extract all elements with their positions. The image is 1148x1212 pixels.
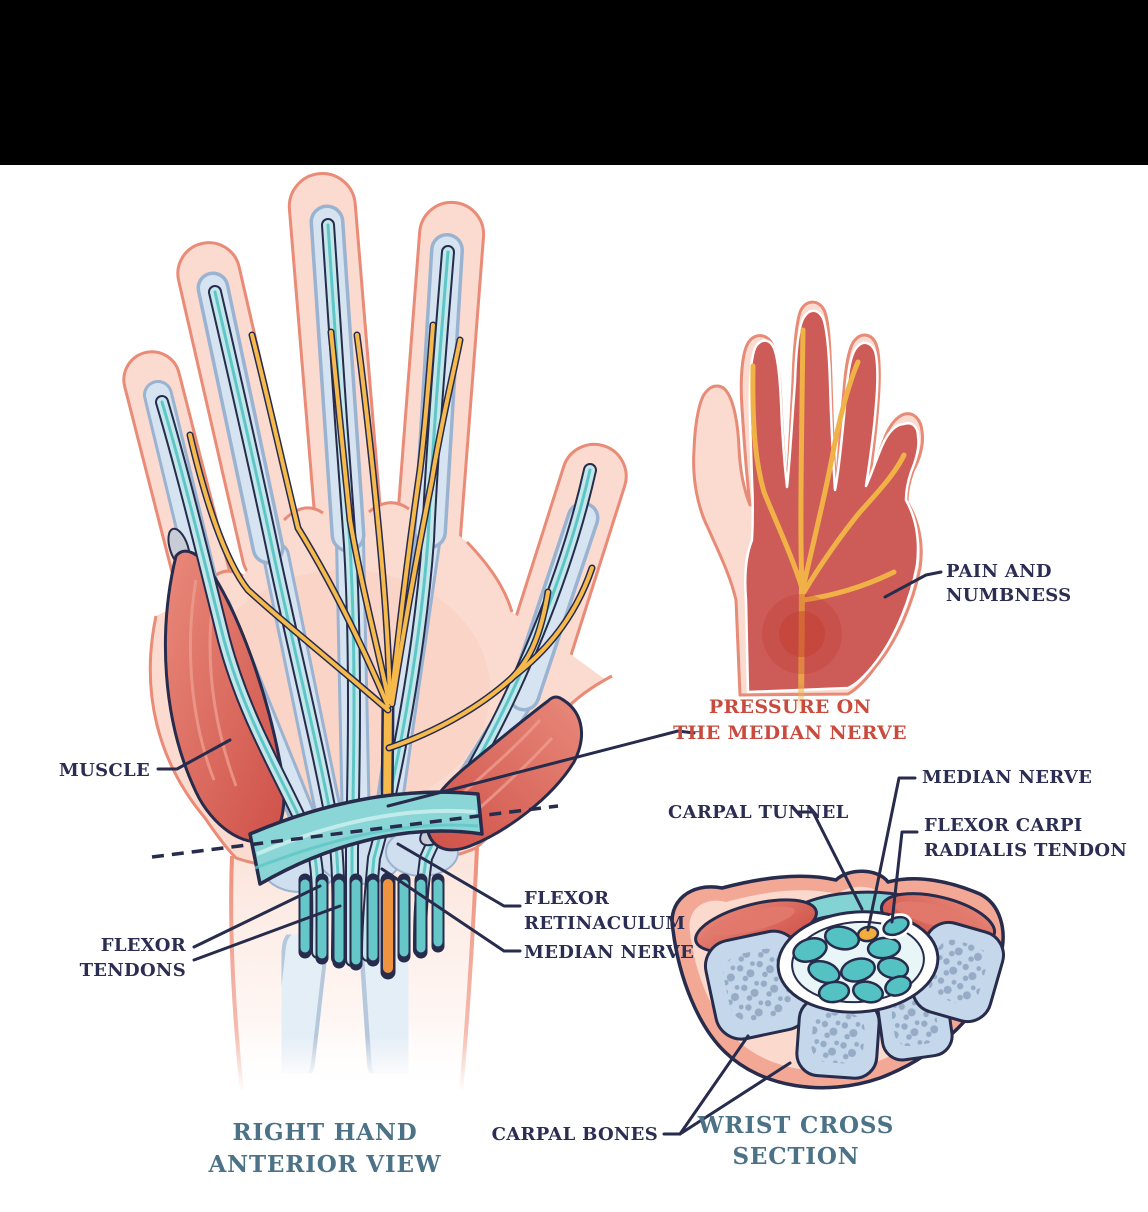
carpal-tunnel-graphic (776, 910, 940, 1014)
cross-section-caption-2: SECTION (733, 1143, 860, 1170)
cross-section-caption-1: WRIST CROSS (697, 1112, 894, 1139)
pain-hand-figure (692, 300, 924, 715)
leader-lines (156, 570, 943, 1136)
median-nerve-leader-line (380, 867, 522, 953)
muscle-leader-line (156, 738, 232, 771)
median-nerve-branches (186, 321, 596, 752)
pain-hand-nerve (750, 327, 907, 715)
flexor-carpi-label-2: RADIALIS TENDON (924, 840, 1127, 861)
top-letterbox-bar (0, 0, 1148, 165)
fcr-leader-line (890, 830, 919, 924)
carpal-bones-leader-line-1 (678, 1034, 750, 1136)
forearm-edge-right (459, 847, 479, 1093)
median-nerve-oval (856, 925, 880, 943)
tendon-stubs (298, 873, 445, 971)
muscle-label: MUSCLE (59, 760, 150, 781)
flexor-retinaculum-graphic (248, 790, 484, 886)
retinaculum-leader-line (396, 842, 522, 908)
pressure-label-2: THE MEDIAN NERVE (673, 722, 907, 744)
carpal-tunnel-label: CARPAL TUNNEL (668, 802, 849, 823)
pressure-glow-inner (779, 611, 825, 657)
flexor-tendons-label-1: FLEXOR (101, 935, 187, 956)
anterior-view-caption-2: ANTERIOR VIEW (208, 1151, 442, 1178)
median-nerve-cross-leader-line (866, 776, 917, 932)
tunnel-tendons (792, 925, 912, 1004)
carpal-bones-leader-line-2 (678, 1061, 792, 1136)
carpal-bones-label: CARPAL BONES (492, 1124, 658, 1145)
pressure-leader-line (386, 729, 696, 808)
carpal-tunnel-leader-line (795, 810, 864, 911)
flexor-tendons-label-2: TENDONS (80, 960, 186, 981)
median-nerve-trunk (380, 695, 396, 980)
pressure-glow-outer (762, 594, 842, 674)
pressure-label-1: PRESSURE ON (709, 696, 871, 718)
wrist-cross-section-figure (670, 869, 1005, 1090)
pain-label-2: NUMBNESS (946, 585, 1071, 606)
pain-label-1: PAIN AND (946, 561, 1052, 582)
anterior-hand-figure (122, 172, 628, 1093)
flexor-tendons-leader-line-1 (192, 884, 322, 949)
flexor-carpi-label-1: FLEXOR CARPI (924, 815, 1083, 836)
flexor-tendons-leader-line-2 (192, 904, 342, 962)
pain-region-overlay (744, 309, 920, 694)
median-nerve-cross-label: MEDIAN NERVE (922, 767, 1092, 788)
flexor-retinaculum-label-2: RETINACULUM (524, 913, 686, 934)
labels: MUSCLE FLEXOR TENDONS FLEXOR RETINACULUM… (59, 561, 1127, 1178)
pain-leader-line (883, 570, 943, 599)
median-nerve-label: MEDIAN NERVE (524, 942, 694, 963)
forearm-edge-left (229, 855, 244, 1093)
flexor-retinaculum-label-1: FLEXOR (524, 888, 610, 909)
anterior-view-caption-1: RIGHT HAND (233, 1119, 418, 1146)
section-plane-dashed-line (151, 804, 559, 859)
